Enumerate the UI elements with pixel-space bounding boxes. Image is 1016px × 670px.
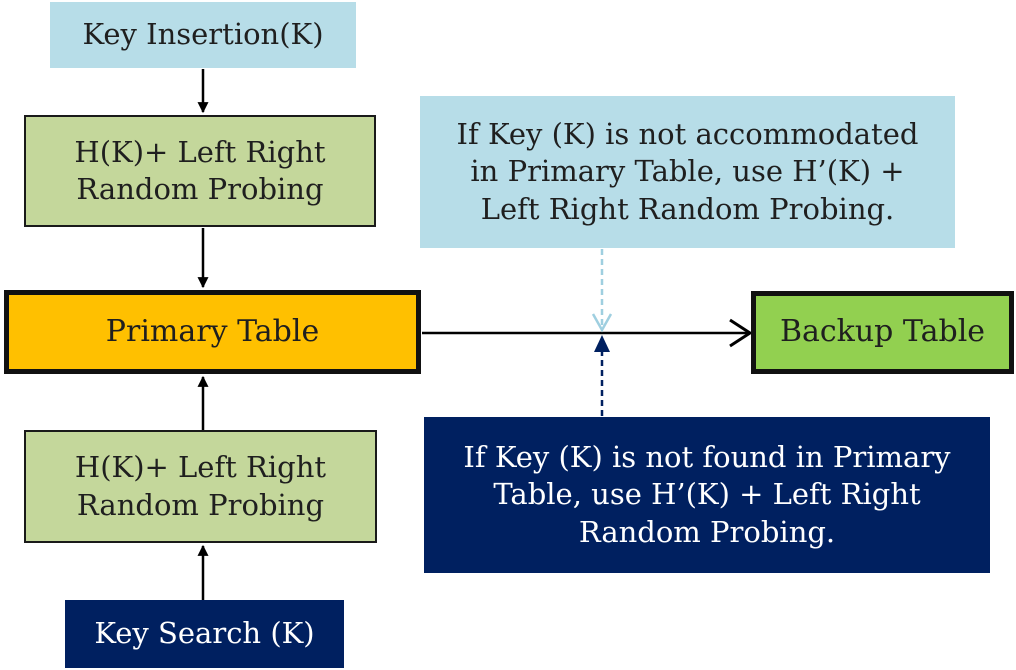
- insert-note-line-1: If Key (K) is not accommodated: [456, 117, 919, 152]
- primary-table-label: Primary Table: [105, 313, 320, 349]
- hash-probing-search-line-2: Random Probing: [76, 487, 325, 522]
- insert-note-line-3: Left Right Random Probing.: [480, 191, 895, 226]
- primary-table-box: Primary Table: [4, 290, 421, 374]
- search-note-line-2: Table, use H’(K) + Left Right: [493, 477, 921, 512]
- search-note-line-1: If Key (K) is not found in Primary: [463, 440, 951, 475]
- key-insertion-box: Key Insertion(K): [50, 2, 356, 68]
- hash-probing-search-box: H(K)+ Left Right Random Probing: [24, 430, 377, 543]
- hash-probing-insert-line-1: H(K)+ Left Right: [74, 134, 326, 169]
- backup-table-label: Backup Table: [779, 314, 986, 350]
- hash-probing-insert-box: H(K)+ Left Right Random Probing: [24, 115, 376, 227]
- search-fallback-note: If Key (K) is not found in Primary Table…: [424, 417, 990, 573]
- arrow-primary-to-backup-head: [729, 318, 753, 348]
- insert-fallback-note: If Key (K) is not accommodated in Primar…: [420, 96, 955, 248]
- key-insertion-label: Key Insertion(K): [82, 17, 324, 52]
- hash-probing-search-line-1: H(K)+ Left Right: [74, 450, 327, 485]
- backup-table-box: Backup Table: [751, 291, 1014, 374]
- dashed-arrow-search-note-head: [594, 335, 610, 352]
- insert-note-line-2: in Primary Table, use H’(K) +: [470, 154, 905, 189]
- key-search-label: Key Search (K): [94, 616, 315, 651]
- hash-probing-insert-line-2: Random Probing: [76, 172, 324, 206]
- search-note-line-3: Random Probing.: [578, 514, 836, 549]
- key-search-box: Key Search (K): [65, 600, 344, 668]
- dashed-arrow-insert-note-head: [591, 313, 613, 333]
